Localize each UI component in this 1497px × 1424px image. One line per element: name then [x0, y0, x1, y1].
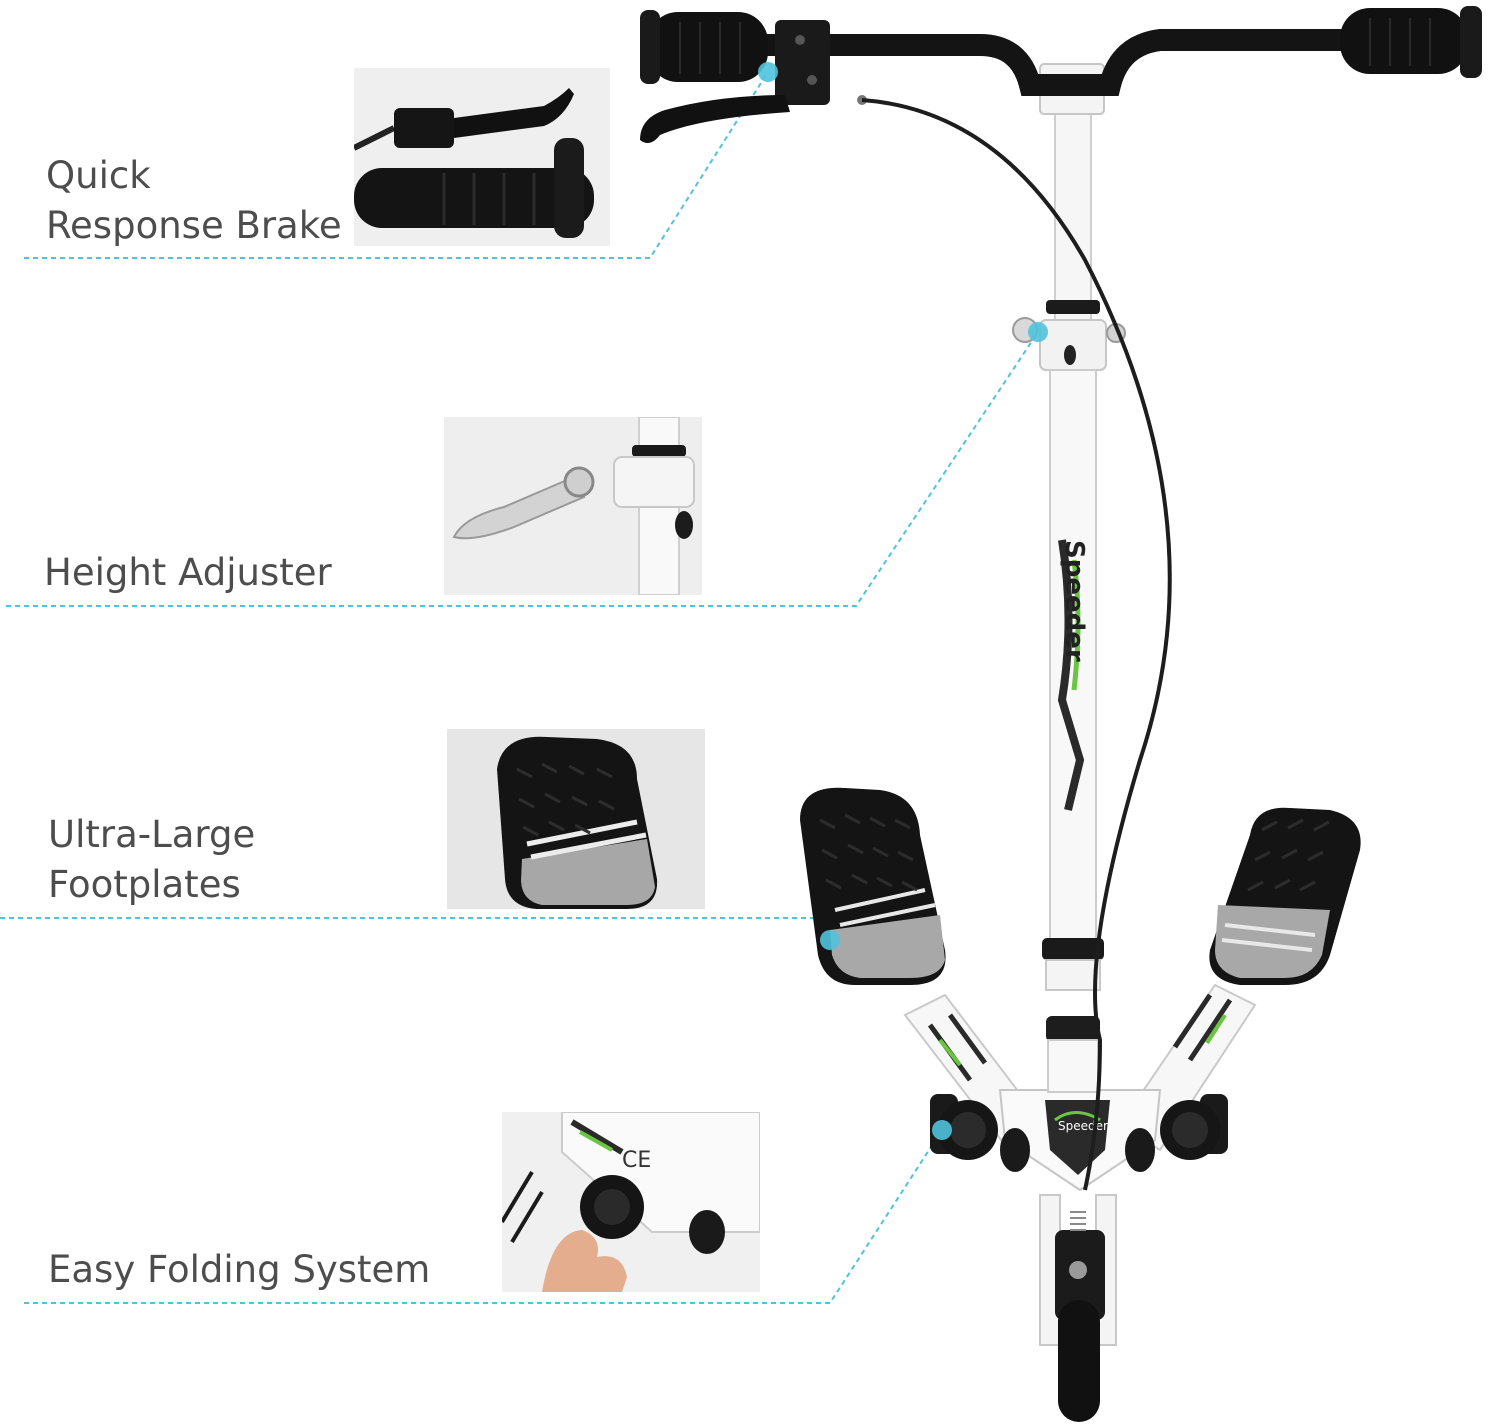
brake-label-line2: Response Brake	[46, 204, 342, 247]
stem: Speeder	[1012, 99, 1126, 1093]
folding-callout-line	[24, 1129, 943, 1304]
right-footplate	[1209, 807, 1361, 985]
height-feature-label: Height Adjuster	[44, 548, 332, 598]
folding-knob-inset-drawing: CE	[502, 1112, 760, 1292]
brake-callout-dot	[758, 62, 778, 82]
height-callout-dot	[1028, 322, 1048, 342]
height-label-line1: Height Adjuster	[44, 551, 332, 594]
handlebar	[640, 6, 1482, 96]
folding-feature-label: Easy Folding System	[48, 1245, 430, 1295]
base-logo-text: Speeder	[1058, 1119, 1108, 1133]
footplate-inset	[447, 729, 705, 909]
brake-lever	[640, 20, 867, 144]
footplate-label-line2: Footplates	[48, 863, 241, 906]
rear-wheel	[1039, 1194, 1117, 1422]
folding-knobs	[930, 1094, 1228, 1172]
footplate-callout-line	[0, 917, 835, 940]
footplate-label-line1: Ultra-Large	[48, 813, 256, 856]
footplate-callout-dot	[820, 930, 840, 950]
ce-mark-text: CE	[622, 1148, 651, 1173]
folding-callout-dot	[932, 1120, 952, 1140]
stem-logo-text: Speeder	[1059, 540, 1089, 662]
brake-lever-inset	[354, 68, 610, 246]
footplate-inset-drawing	[447, 729, 705, 909]
height-callout-line	[6, 331, 1039, 607]
folding-knob-inset: CE	[502, 1112, 760, 1292]
footplate-feature-label: Ultra-Large Footplates	[48, 810, 255, 910]
brake-lever-inset-drawing	[354, 68, 610, 246]
brake-label-line1: Quick	[46, 154, 151, 197]
brake-feature-label: Quick Response Brake	[46, 151, 342, 251]
callout-dots	[758, 62, 1048, 1140]
clamp-lever-inset-drawing	[444, 417, 702, 595]
brake-cable	[861, 98, 1172, 1191]
clamp-lever-inset	[444, 417, 702, 595]
left-footplate	[800, 787, 946, 985]
folding-label-line1: Easy Folding System	[48, 1248, 431, 1291]
brake-callout-line	[24, 71, 769, 259]
